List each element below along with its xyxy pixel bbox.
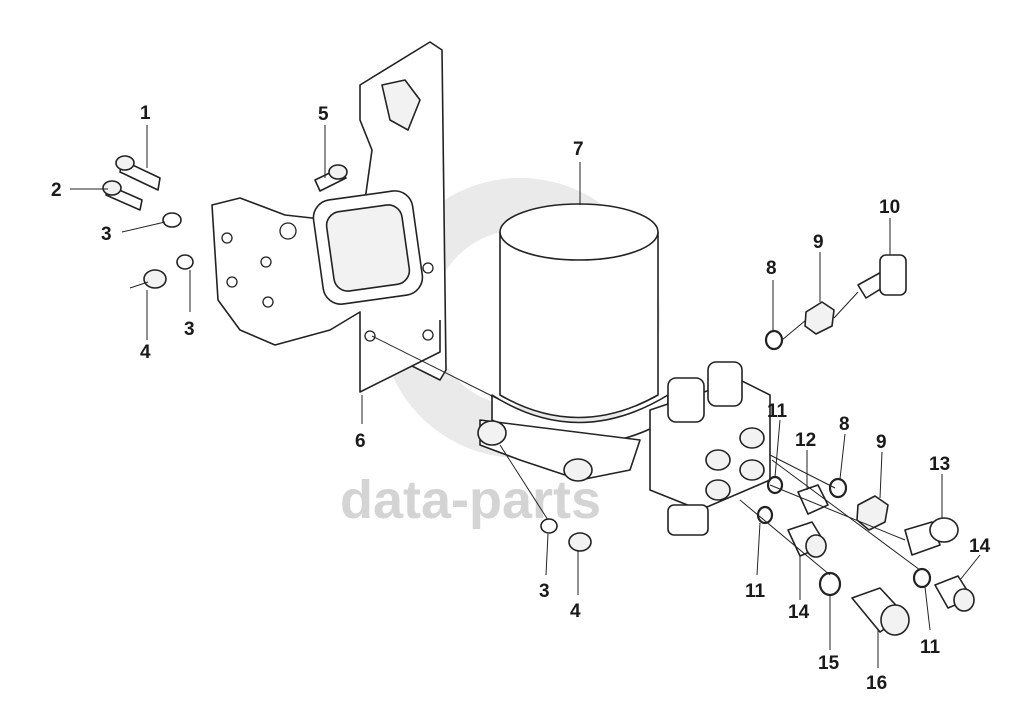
callout-11: 11 (767, 401, 788, 422)
callout-4: 4 (140, 342, 151, 363)
callout-13: 13 (929, 454, 950, 475)
callout-6: 6 (355, 431, 366, 452)
elbow-fitting-13 (904, 517, 959, 556)
seal-ring-15 (818, 571, 842, 597)
callout-10: 10 (879, 197, 900, 218)
nut-9-lower (856, 495, 889, 531)
callout-11: 11 (920, 637, 941, 658)
callout-8: 8 (839, 414, 850, 435)
callout-3: 3 (101, 224, 112, 245)
callout-4: 4 (570, 601, 581, 622)
bolt-5 (314, 164, 348, 192)
mounting-bracket (211, 41, 447, 393)
leader-lines (70, 125, 981, 668)
callout-12: 12 (795, 430, 816, 451)
bolt-1 (115, 155, 161, 191)
callout-labels: 1 2 3 3 4 5 6 7 8 9 10 11 12 8 9 13 14 1… (51, 103, 991, 694)
connector-16 (851, 587, 910, 636)
callout-1: 1 (140, 103, 151, 124)
callout-9: 9 (876, 432, 887, 453)
callout-3: 3 (184, 319, 195, 340)
callout-14: 14 (788, 602, 810, 623)
valve-block (649, 361, 771, 536)
callout-15: 15 (818, 653, 840, 674)
nut-4-bottom (568, 532, 592, 552)
callout-16: 16 (866, 673, 887, 694)
connector-14-right (934, 575, 975, 612)
air-dryer-cartridge (477, 203, 669, 482)
callout-3: 3 (539, 581, 550, 602)
callout-11: 11 (745, 581, 766, 602)
watermark-text: data-parts (340, 470, 601, 530)
fitting-12 (797, 484, 829, 515)
seal-ring-8-lower (828, 477, 848, 499)
elbow-fitting-10 (857, 254, 907, 299)
bolt-2 (102, 180, 143, 211)
callout-14: 14 (969, 536, 991, 557)
nut-9-upper (804, 301, 835, 335)
seal-ring-11-c (912, 567, 932, 589)
callout-8: 8 (766, 258, 777, 279)
seal-ring-8-upper (764, 329, 784, 351)
callout-5: 5 (318, 104, 329, 125)
nut-4-left (143, 269, 167, 289)
callout-7: 7 (573, 139, 584, 160)
washer-3-upper (162, 212, 182, 228)
washer-3-bottom (540, 518, 558, 534)
callout-2: 2 (51, 180, 62, 201)
washer-3-lower (176, 254, 194, 270)
callout-9: 9 (813, 232, 824, 253)
connector-14-lower (787, 521, 827, 558)
